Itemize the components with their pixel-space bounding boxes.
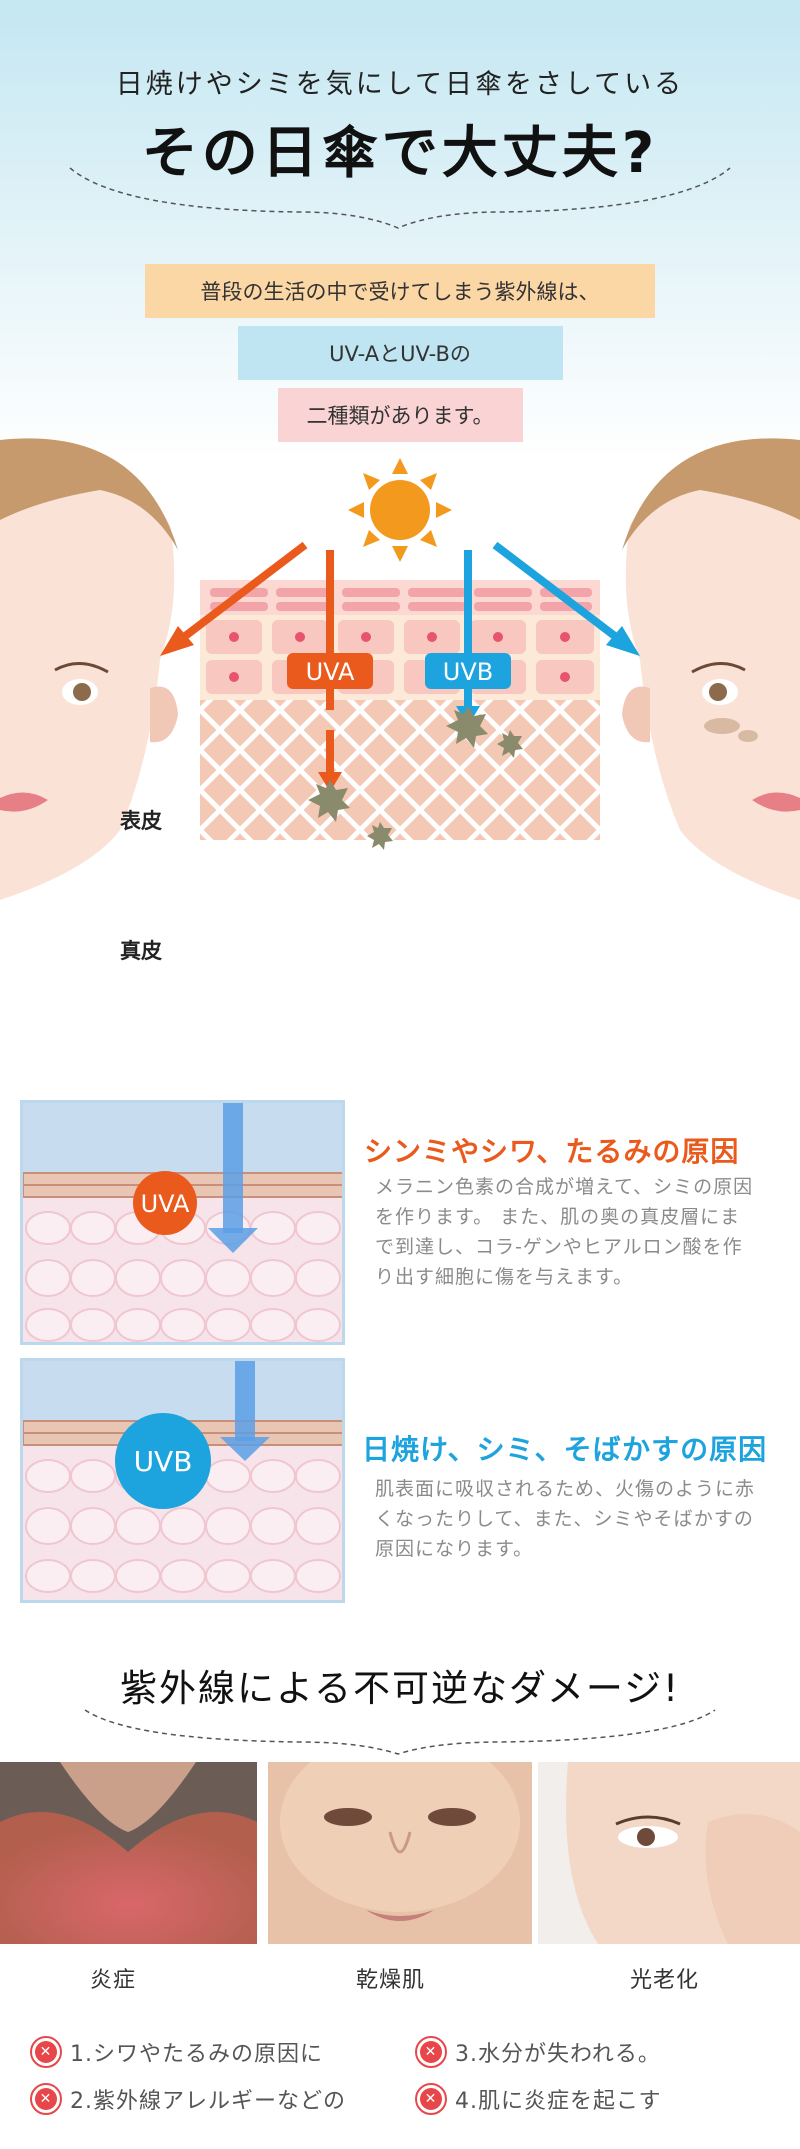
dermis-label: 真皮	[120, 938, 162, 963]
damage-point: ✕ 3.水分が失われる。	[415, 2036, 661, 2068]
hero-title: その日傘で大丈夫?	[141, 121, 659, 186]
uva-heading: シンミやシワ、たるみの原因	[364, 1135, 740, 1168]
damage-point: ✕ 1.シワやたるみの原因に	[30, 2036, 323, 2068]
uvb-tag: UVB	[425, 653, 511, 689]
damage-spots	[308, 706, 523, 850]
inflammation-photo	[0, 1762, 257, 1944]
uvb-badge: UVB	[134, 1445, 193, 1478]
close-icon: ✕	[30, 2083, 62, 2115]
close-icon: ✕	[415, 2083, 447, 2115]
uva-skin-panel: UVA	[20, 1100, 345, 1345]
svg-text:UVB: UVB	[443, 658, 493, 686]
hero-subtitle: 日焼けやシミを気にして日傘をさしている	[115, 69, 685, 100]
uva-badge: UVA	[141, 1190, 190, 1218]
damage-point: ✕ 4.肌に炎症を起こす	[415, 2083, 662, 2115]
uvb-description: 肌表面に吸収されるため、火傷のように赤くなったりして、また、シミやそばかすの原因…	[375, 1478, 756, 1560]
right-face-illustration	[622, 438, 800, 900]
caption-inflammation: 炎症	[90, 1968, 137, 1993]
sun-icon	[348, 458, 452, 562]
caption-photoaging: 光老化	[630, 1968, 700, 1993]
uv-skin-diagram: UVA UVB 表皮 真皮	[0, 438, 800, 963]
svg-text:UVA: UVA	[306, 658, 355, 686]
dashed-swoosh	[69, 167, 731, 229]
uva-tag: UVA	[287, 653, 373, 689]
uvb-heading: 日焼け、シミ、そばかすの原因	[362, 1433, 768, 1466]
dry-skin-photo	[268, 1762, 532, 1944]
intro-line-2: UV-AとUV-Bの	[0, 326, 800, 380]
left-face-illustration	[0, 438, 178, 900]
epidermis-label: 表皮	[120, 808, 162, 833]
skin-cross-section	[200, 580, 600, 840]
close-icon: ✕	[415, 2036, 447, 2068]
photoaging-photo	[538, 1762, 800, 1944]
caption-dry-skin: 乾燥肌	[356, 1968, 426, 1993]
uvb-skin-panel: UVB	[20, 1358, 345, 1603]
intro-line-3: 二種類があります。	[0, 388, 800, 442]
uva-description: メラニン色素の合成が増えて、シミの原因を作ります。 また、肌の奥の真皮層にまで到…	[375, 1176, 754, 1288]
intro-line-1: 普段の生活の中で受けてしまう紫外線は、	[0, 264, 800, 318]
dashed-swoosh	[84, 1709, 716, 1755]
close-icon: ✕	[30, 2036, 62, 2068]
damage-point: ✕ 2.紫外線アレルギーなどの	[30, 2083, 346, 2115]
damage-section-title: 紫外線による不可逆なダメージ!	[120, 1667, 680, 1710]
